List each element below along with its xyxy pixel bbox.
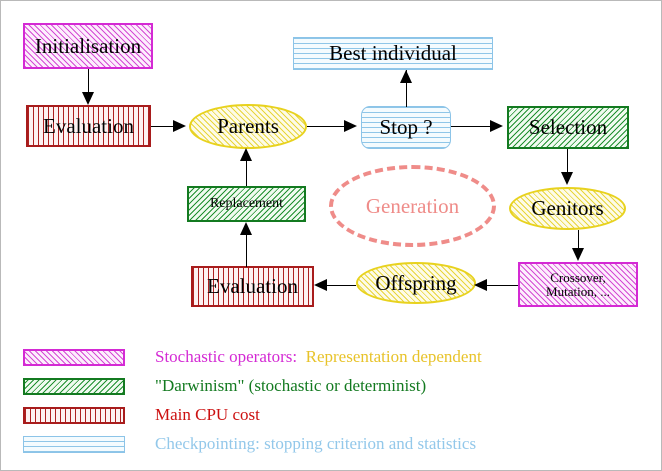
edge-replacement-to-parents-arrowhead bbox=[240, 148, 252, 161]
edge-parents-to-stop bbox=[307, 126, 345, 127]
node-crossover-mutation-label: Crossover, Mutation, ... bbox=[546, 269, 610, 299]
node-selection-label: Selection bbox=[528, 115, 608, 140]
legend-label-main-cpu-cost: Main CPU cost bbox=[155, 405, 260, 424]
node-evaluation-bottom-label: Evaluation bbox=[207, 274, 298, 299]
edge-offspring-to-evaluation-arrowhead bbox=[314, 279, 327, 291]
legend-label-stochastic-operators: Stochastic operators: Representation dep… bbox=[155, 347, 482, 366]
node-stop[interactable]: Stop ? bbox=[361, 106, 451, 149]
node-offspring[interactable]: Offspring bbox=[356, 262, 476, 304]
node-genitors[interactable]: Genitors bbox=[509, 187, 626, 230]
edge-stop-to-best-individual-arrowhead bbox=[400, 70, 412, 83]
edge-stop-to-selection bbox=[451, 126, 491, 127]
node-replacement[interactable]: Replacement bbox=[187, 186, 306, 222]
edge-evaluation-to-parents bbox=[151, 126, 176, 127]
edge-evaluation-to-replacement-arrowhead bbox=[240, 222, 252, 235]
node-selection[interactable]: Selection bbox=[507, 106, 629, 149]
node-evaluation-bottom[interactable]: Evaluation bbox=[191, 266, 314, 307]
legend-swatch-green-diagonal-hatch bbox=[23, 377, 125, 395]
node-replacement-label: Replacement bbox=[209, 195, 284, 211]
legend-label-darwinism: "Darwinism" (stochastic or determinist) bbox=[155, 376, 427, 395]
edge-crossover-to-offspring bbox=[484, 285, 518, 286]
edge-genitors-to-crossover bbox=[578, 230, 579, 251]
edge-genitors-to-crossover-arrowhead bbox=[572, 248, 584, 261]
edge-stop-to-selection-arrowhead bbox=[490, 120, 503, 132]
legend-swatch-magenta-diagonal-hatch bbox=[23, 348, 125, 366]
node-parents-label: Parents bbox=[217, 114, 279, 139]
node-best-individual[interactable]: Best individual bbox=[293, 37, 493, 70]
edge-evaluation-to-parents-arrowhead bbox=[173, 120, 186, 132]
node-generation: Generation bbox=[329, 165, 496, 247]
node-stop-label: Stop ? bbox=[379, 115, 433, 140]
legend-label-checkpointing: Checkpointing: stopping criterion and st… bbox=[155, 434, 477, 453]
edge-initialisation-to-evaluation bbox=[88, 69, 89, 95]
legend-row-stochastic-operators: Stochastic operators: Representation dep… bbox=[23, 347, 482, 367]
node-evaluation-top-label: Evaluation bbox=[43, 113, 134, 138]
legend-swatch-red-vertical-stripes bbox=[23, 406, 125, 424]
edge-offspring-to-evaluation bbox=[324, 285, 356, 286]
edge-parents-to-stop-arrowhead bbox=[344, 120, 357, 132]
legend-row-darwinism: "Darwinism" (stochastic or determinist) bbox=[23, 376, 426, 396]
legend-row-main-cpu-cost: Main CPU cost bbox=[23, 405, 260, 425]
edge-replacement-to-parents bbox=[246, 151, 247, 186]
edge-initialisation-to-evaluation-arrowhead bbox=[82, 92, 94, 105]
edge-stop-to-best-individual bbox=[406, 70, 407, 107]
node-crossover-mutation[interactable]: Crossover, Mutation, ... bbox=[518, 262, 638, 307]
node-generation-label: Generation bbox=[365, 193, 460, 218]
node-evaluation-top[interactable]: Evaluation bbox=[26, 105, 151, 147]
node-initialisation[interactable]: Initialisation bbox=[23, 23, 153, 69]
edge-selection-to-genitors-arrowhead bbox=[561, 172, 573, 185]
node-best-individual-label: Best individual bbox=[329, 41, 457, 66]
legend-swatch-blue-horizontal-stripes bbox=[23, 435, 125, 453]
legend-row-checkpointing: Checkpointing: stopping criterion and st… bbox=[23, 434, 476, 454]
edge-crossover-to-offspring-arrowhead bbox=[474, 279, 487, 291]
node-offspring-label: Offspring bbox=[375, 270, 457, 295]
node-initialisation-label: Initialisation bbox=[34, 33, 142, 58]
edge-selection-to-genitors bbox=[567, 149, 568, 174]
edge-evaluation-to-replacement bbox=[246, 225, 247, 267]
node-parents[interactable]: Parents bbox=[189, 104, 307, 149]
node-genitors-label: Genitors bbox=[531, 196, 604, 221]
